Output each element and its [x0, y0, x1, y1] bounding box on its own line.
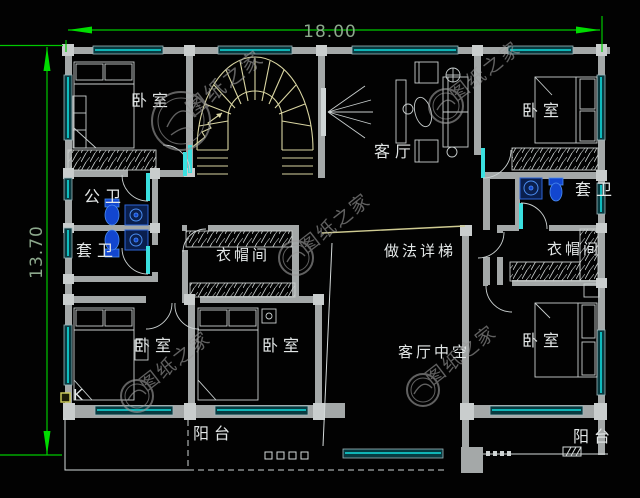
- window: [63, 324, 73, 386]
- window: [342, 448, 444, 459]
- sink-icon: [519, 177, 543, 200]
- window: [217, 45, 293, 55]
- door: [121, 173, 150, 202]
- dimension-arrow: [43, 47, 51, 71]
- door: [145, 302, 173, 330]
- labels-layer: 卧室 卧室 客厅 公卫 套卫 套卫 衣帽间 衣帽间 做法详梯 客厅中空 卧室 卧…: [73, 91, 617, 446]
- window: [63, 74, 73, 141]
- window: [489, 405, 584, 416]
- bed: [73, 307, 149, 401]
- window: [507, 45, 574, 55]
- dimension-height-label: 13.70: [27, 225, 47, 279]
- balcony-hatch: [562, 446, 582, 457]
- room-label-living: 客厅: [374, 142, 416, 161]
- void-edge: [322, 242, 333, 447]
- room-label-closet-left: 衣帽间: [216, 246, 270, 264]
- void-railing: [321, 225, 466, 234]
- window: [63, 227, 73, 259]
- toilet-icon: [104, 229, 120, 258]
- room-label-ensuite-right: 套卫: [575, 180, 617, 199]
- watermark-text: 图纸之家: [296, 189, 376, 258]
- dimension-arrow: [43, 431, 51, 455]
- room-label-bedroom-br: 卧室: [522, 331, 564, 350]
- windows-layer: [63, 45, 606, 459]
- void-and-balcony-layer: [60, 225, 608, 471]
- window: [94, 405, 174, 416]
- k-marker-box: [60, 392, 71, 403]
- bed: [72, 61, 135, 149]
- room-label-living-void: 客厅中空: [398, 343, 470, 361]
- door-leaf: [183, 152, 187, 176]
- window: [214, 405, 309, 416]
- wardrobe: [67, 149, 157, 171]
- watermark-logo-icon: [286, 251, 306, 263]
- room-label-bedroom-tr: 卧室: [522, 101, 564, 120]
- watermark-logo-icon: [127, 389, 147, 401]
- dimension-arrow: [68, 26, 92, 34]
- room-label-closet-right: 衣帽间: [547, 240, 601, 258]
- dimension-width-label: 18.00: [303, 22, 357, 42]
- furniture-layer: [67, 61, 600, 401]
- walls-layer: [62, 44, 610, 473]
- window: [63, 177, 73, 201]
- wardrobe: [579, 228, 599, 282]
- shower-icon: [124, 229, 149, 251]
- watermark: 图纸之家: [406, 321, 501, 407]
- door: [121, 246, 150, 275]
- window: [351, 45, 459, 55]
- watermark-logo-icon: [436, 99, 456, 111]
- door: [182, 228, 207, 253]
- tv-symbol: [321, 85, 373, 139]
- wardrobe: [511, 147, 599, 171]
- door: [477, 231, 505, 259]
- fixtures-layer: [104, 177, 564, 258]
- column-blocks: [62, 44, 607, 420]
- doors-layer: [121, 144, 548, 330]
- room-label-balcony-left: 阳台: [193, 424, 235, 443]
- watermark-logo-icon: [166, 110, 196, 136]
- room-label-bedroom-bm: 卧室: [262, 336, 304, 355]
- balcony-rail: [64, 418, 188, 471]
- k-marker-label: K: [73, 386, 84, 404]
- toilet-icon: [104, 198, 120, 226]
- wardrobe: [509, 261, 581, 282]
- door: [485, 285, 513, 313]
- window: [596, 182, 606, 215]
- room-label-ensuite-left: 套卫: [76, 241, 118, 260]
- window: [92, 45, 164, 55]
- watermark-logo-icon: [413, 383, 433, 395]
- wardrobe: [185, 230, 293, 248]
- room-label-bedroom-bl: 卧室: [134, 336, 176, 355]
- window: [596, 329, 606, 396]
- room-label-bath-public: 公卫: [84, 187, 126, 206]
- staircase: [190, 56, 314, 175]
- door: [481, 148, 512, 179]
- door: [519, 202, 548, 230]
- door: [162, 144, 192, 173]
- room-label-bedroom-tl: 卧室: [131, 91, 173, 110]
- stair-note-label: 做法详梯: [384, 242, 456, 260]
- wardrobe: [189, 282, 296, 298]
- room-label-balcony-right: 阳台: [573, 427, 615, 446]
- sofa-set: [395, 61, 469, 163]
- balcony-ticks: [486, 451, 511, 456]
- bed: [534, 283, 600, 378]
- toilet-icon: [548, 177, 564, 202]
- window: [596, 74, 606, 141]
- bed: [534, 76, 598, 144]
- balcony-posts: [264, 451, 309, 460]
- dimension-arrow: [576, 26, 600, 34]
- shower-icon: [124, 204, 149, 226]
- dimensions-layer: 18.00 13.70: [0, 16, 603, 456]
- bed: [197, 307, 277, 401]
- door: [174, 302, 200, 330]
